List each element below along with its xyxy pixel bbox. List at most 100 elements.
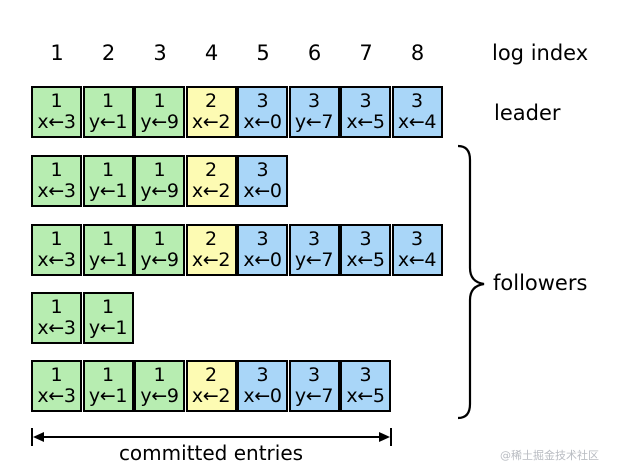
entry-command: y←9 — [140, 111, 179, 133]
entry-term: 2 — [204, 159, 218, 181]
log-index-number: 3 — [153, 41, 167, 65]
entry-term: 3 — [359, 90, 372, 112]
entry-command: x←4 — [397, 111, 437, 133]
watermark: @稀土掘金技术社区 — [500, 449, 599, 462]
entry-term: 3 — [410, 90, 424, 112]
entry-term: 1 — [101, 296, 115, 318]
entry-term: 2 — [204, 228, 218, 250]
entry-command: x←3 — [37, 385, 76, 407]
leader-label: leader — [494, 101, 561, 125]
entry-command: x←0 — [243, 385, 282, 407]
entry-command: x←3 — [37, 317, 76, 339]
entry-term: 3 — [256, 364, 269, 386]
entry-command: x←5 — [346, 111, 385, 133]
entry-command: y←1 — [88, 180, 128, 202]
entry-command: x←0 — [243, 111, 282, 133]
entry-command: x←5 — [346, 385, 385, 407]
entry-command: y←9 — [140, 249, 179, 271]
entry-command: y←9 — [140, 180, 179, 202]
entry-term: 3 — [410, 228, 424, 250]
entry-term: 3 — [256, 159, 269, 181]
entry-command: x←0 — [243, 249, 282, 271]
entry-term: 3 — [307, 90, 321, 112]
entry-command: y←7 — [294, 249, 334, 271]
entry-command: y←1 — [88, 249, 128, 271]
entry-term: 3 — [307, 364, 321, 386]
entry-command: x←5 — [346, 249, 385, 271]
entry-command: y←1 — [88, 385, 128, 407]
entry-term: 1 — [50, 90, 63, 112]
entry-term: 1 — [101, 364, 115, 386]
followers-brace — [457, 144, 485, 420]
log-index-number: 4 — [204, 41, 219, 65]
log-index-number: 2 — [101, 41, 116, 65]
entry-command: x←3 — [37, 249, 76, 271]
entry-command: y←7 — [294, 385, 334, 407]
entry-term: 3 — [256, 228, 269, 250]
entry-command: x←0 — [243, 180, 282, 202]
committed-arrow — [31, 428, 392, 446]
entry-term: 3 — [256, 90, 269, 112]
entry-command: x←2 — [191, 385, 231, 407]
log-index-number: 7 — [359, 41, 373, 65]
log-index-number: 8 — [410, 41, 425, 65]
entry-command: y←1 — [88, 317, 128, 339]
entry-term: 3 — [359, 364, 372, 386]
entry-term: 1 — [101, 159, 115, 181]
entry-term: 3 — [359, 228, 372, 250]
entry-term: 1 — [153, 364, 166, 386]
entry-command: x←3 — [37, 111, 76, 133]
entry-term: 1 — [50, 296, 63, 318]
entry-command: x←2 — [191, 111, 231, 133]
entry-term: 2 — [204, 90, 218, 112]
entry-command: x←4 — [397, 249, 437, 271]
entry-term: 3 — [307, 228, 321, 250]
committed-entries-label: committed entries — [118, 441, 304, 465]
entry-term: 1 — [101, 90, 115, 112]
log-index-label: log index — [492, 41, 589, 65]
entry-command: y←9 — [140, 385, 179, 407]
entry-command: y←1 — [88, 111, 128, 133]
entry-term: 1 — [153, 228, 166, 250]
log-index-number: 1 — [50, 41, 64, 65]
entry-term: 1 — [101, 228, 115, 250]
entry-term: 2 — [204, 364, 218, 386]
entry-term: 1 — [50, 228, 63, 250]
entry-term: 1 — [50, 364, 63, 386]
log-index-number: 6 — [307, 41, 322, 65]
followers-label: followers — [493, 271, 588, 295]
entry-command: x←2 — [191, 249, 231, 271]
entry-command: x←2 — [191, 180, 231, 202]
entry-term: 1 — [153, 90, 166, 112]
entry-term: 1 — [153, 159, 166, 181]
entry-command: x←3 — [37, 180, 76, 202]
